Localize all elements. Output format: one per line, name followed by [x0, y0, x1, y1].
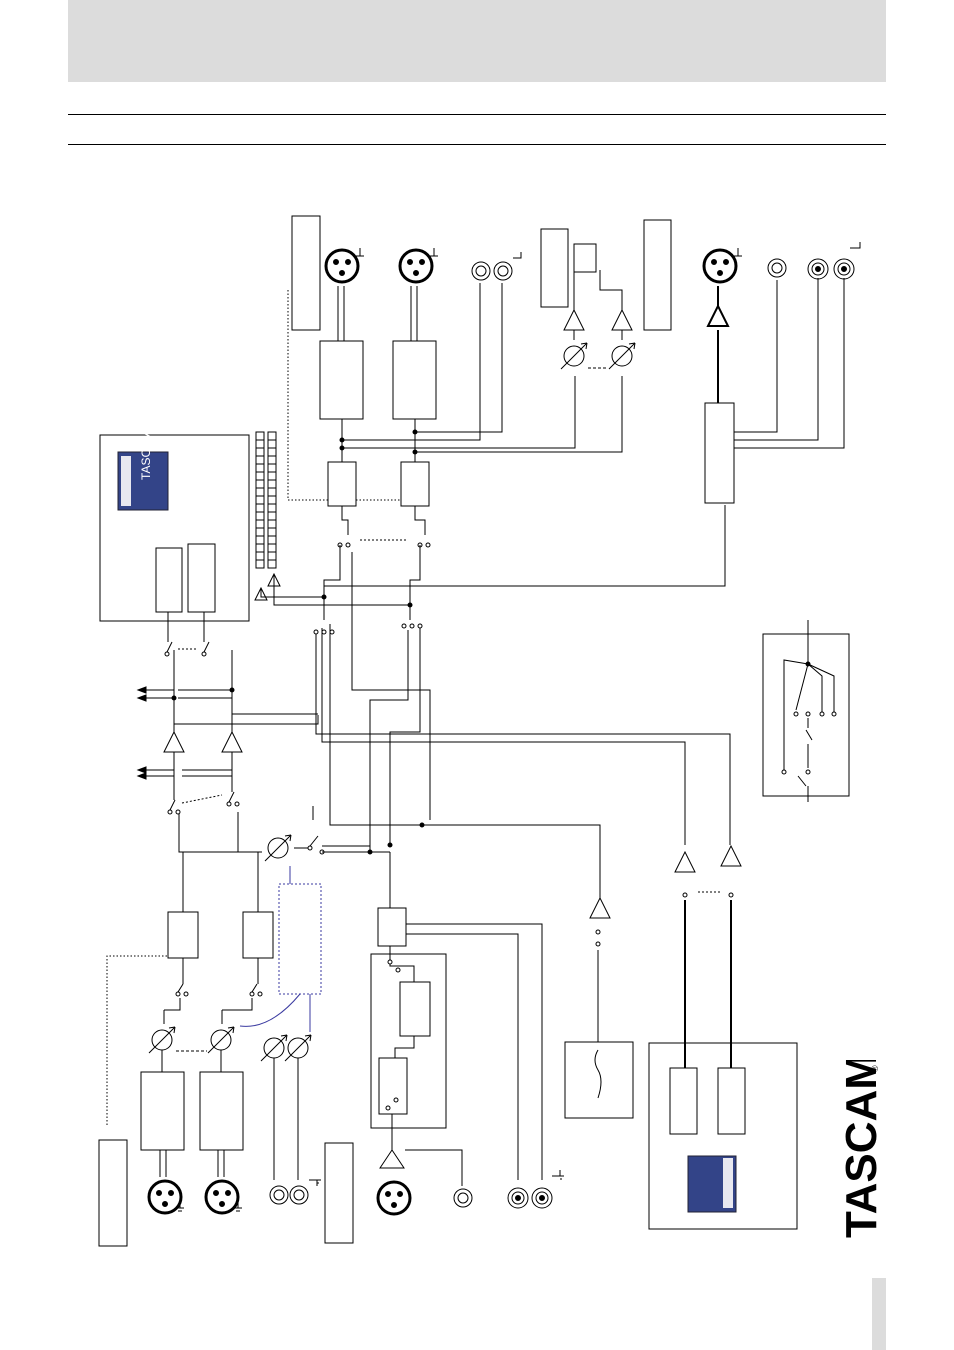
ad-box-1: [167, 911, 199, 959]
trim-pot-3: [260, 1034, 288, 1062]
bnc-output-1: [807, 258, 829, 280]
src-box: [399, 981, 431, 1037]
output-label-box-1: [291, 215, 321, 331]
io-section-box: [370, 953, 447, 1129]
digital-out-box: [704, 402, 735, 504]
encoder-box-2: [187, 543, 216, 613]
dsp-box: [378, 1057, 408, 1115]
card-section-box-left: [99, 434, 250, 622]
bnc-input-1: [507, 1187, 529, 1209]
output-label-box-2: [540, 228, 569, 308]
line-out-box-1: [319, 340, 364, 420]
preamp-box-2: [199, 1071, 244, 1151]
amp-2: [221, 730, 243, 753]
rca-output-1: [471, 261, 491, 281]
bnc-output-2: [833, 258, 855, 280]
tascam-logo: TASCAM ®: [837, 1060, 882, 1238]
page-tab: [872, 1278, 886, 1350]
level-meter-1: [255, 431, 265, 569]
cf-card-left-brand: TASCAM: [139, 431, 153, 480]
phones-pot-1: [560, 342, 588, 370]
xlr-output-3: [702, 248, 738, 284]
xlr-output-2: [398, 248, 434, 284]
trim-pot-4: [284, 1034, 312, 1062]
trim-pot-2: [207, 1026, 235, 1054]
header-band: [68, 0, 886, 82]
tascam-logo-text: TASCAM: [837, 1060, 882, 1238]
rca-input-1: [269, 1185, 289, 1205]
trim-pot-1: [148, 1026, 176, 1054]
rca-input-3: [453, 1188, 473, 1208]
ad-box-2: [242, 911, 274, 959]
da-box-2: [400, 461, 430, 507]
xlr-output-1: [324, 248, 360, 284]
processor-box: [377, 907, 407, 947]
encoder-box-1: [155, 547, 183, 613]
link-box: [278, 883, 322, 995]
input-label-box-1: [98, 1139, 128, 1247]
xlr-input-2: [204, 1179, 240, 1215]
amp-1: [163, 730, 185, 753]
mix-pot: [264, 834, 292, 862]
legend-box: [762, 633, 850, 797]
xlr-input-3: [376, 1180, 412, 1216]
input-label-box-2: [324, 1142, 354, 1244]
card-section-box-right: [648, 1042, 798, 1230]
rca-input-2: [289, 1185, 309, 1205]
header-rule-bottom: [68, 144, 886, 145]
da-box-1: [327, 461, 357, 507]
preamp-box-1: [140, 1071, 185, 1151]
registered-mark: ®: [870, 1065, 880, 1072]
line-out-box-2: [392, 340, 437, 420]
output-label-box-3: [643, 219, 672, 331]
phones-pot-2: [608, 342, 636, 370]
rca-output-2: [493, 261, 513, 281]
decoder-box-2: [717, 1067, 746, 1135]
bnc-input-2: [531, 1187, 553, 1209]
header-rule-top: [68, 114, 886, 115]
oscillator-box: [564, 1041, 634, 1119]
decoder-box-1: [669, 1067, 698, 1135]
level-meter-2: [267, 431, 277, 569]
rca-output-3: [767, 258, 787, 278]
